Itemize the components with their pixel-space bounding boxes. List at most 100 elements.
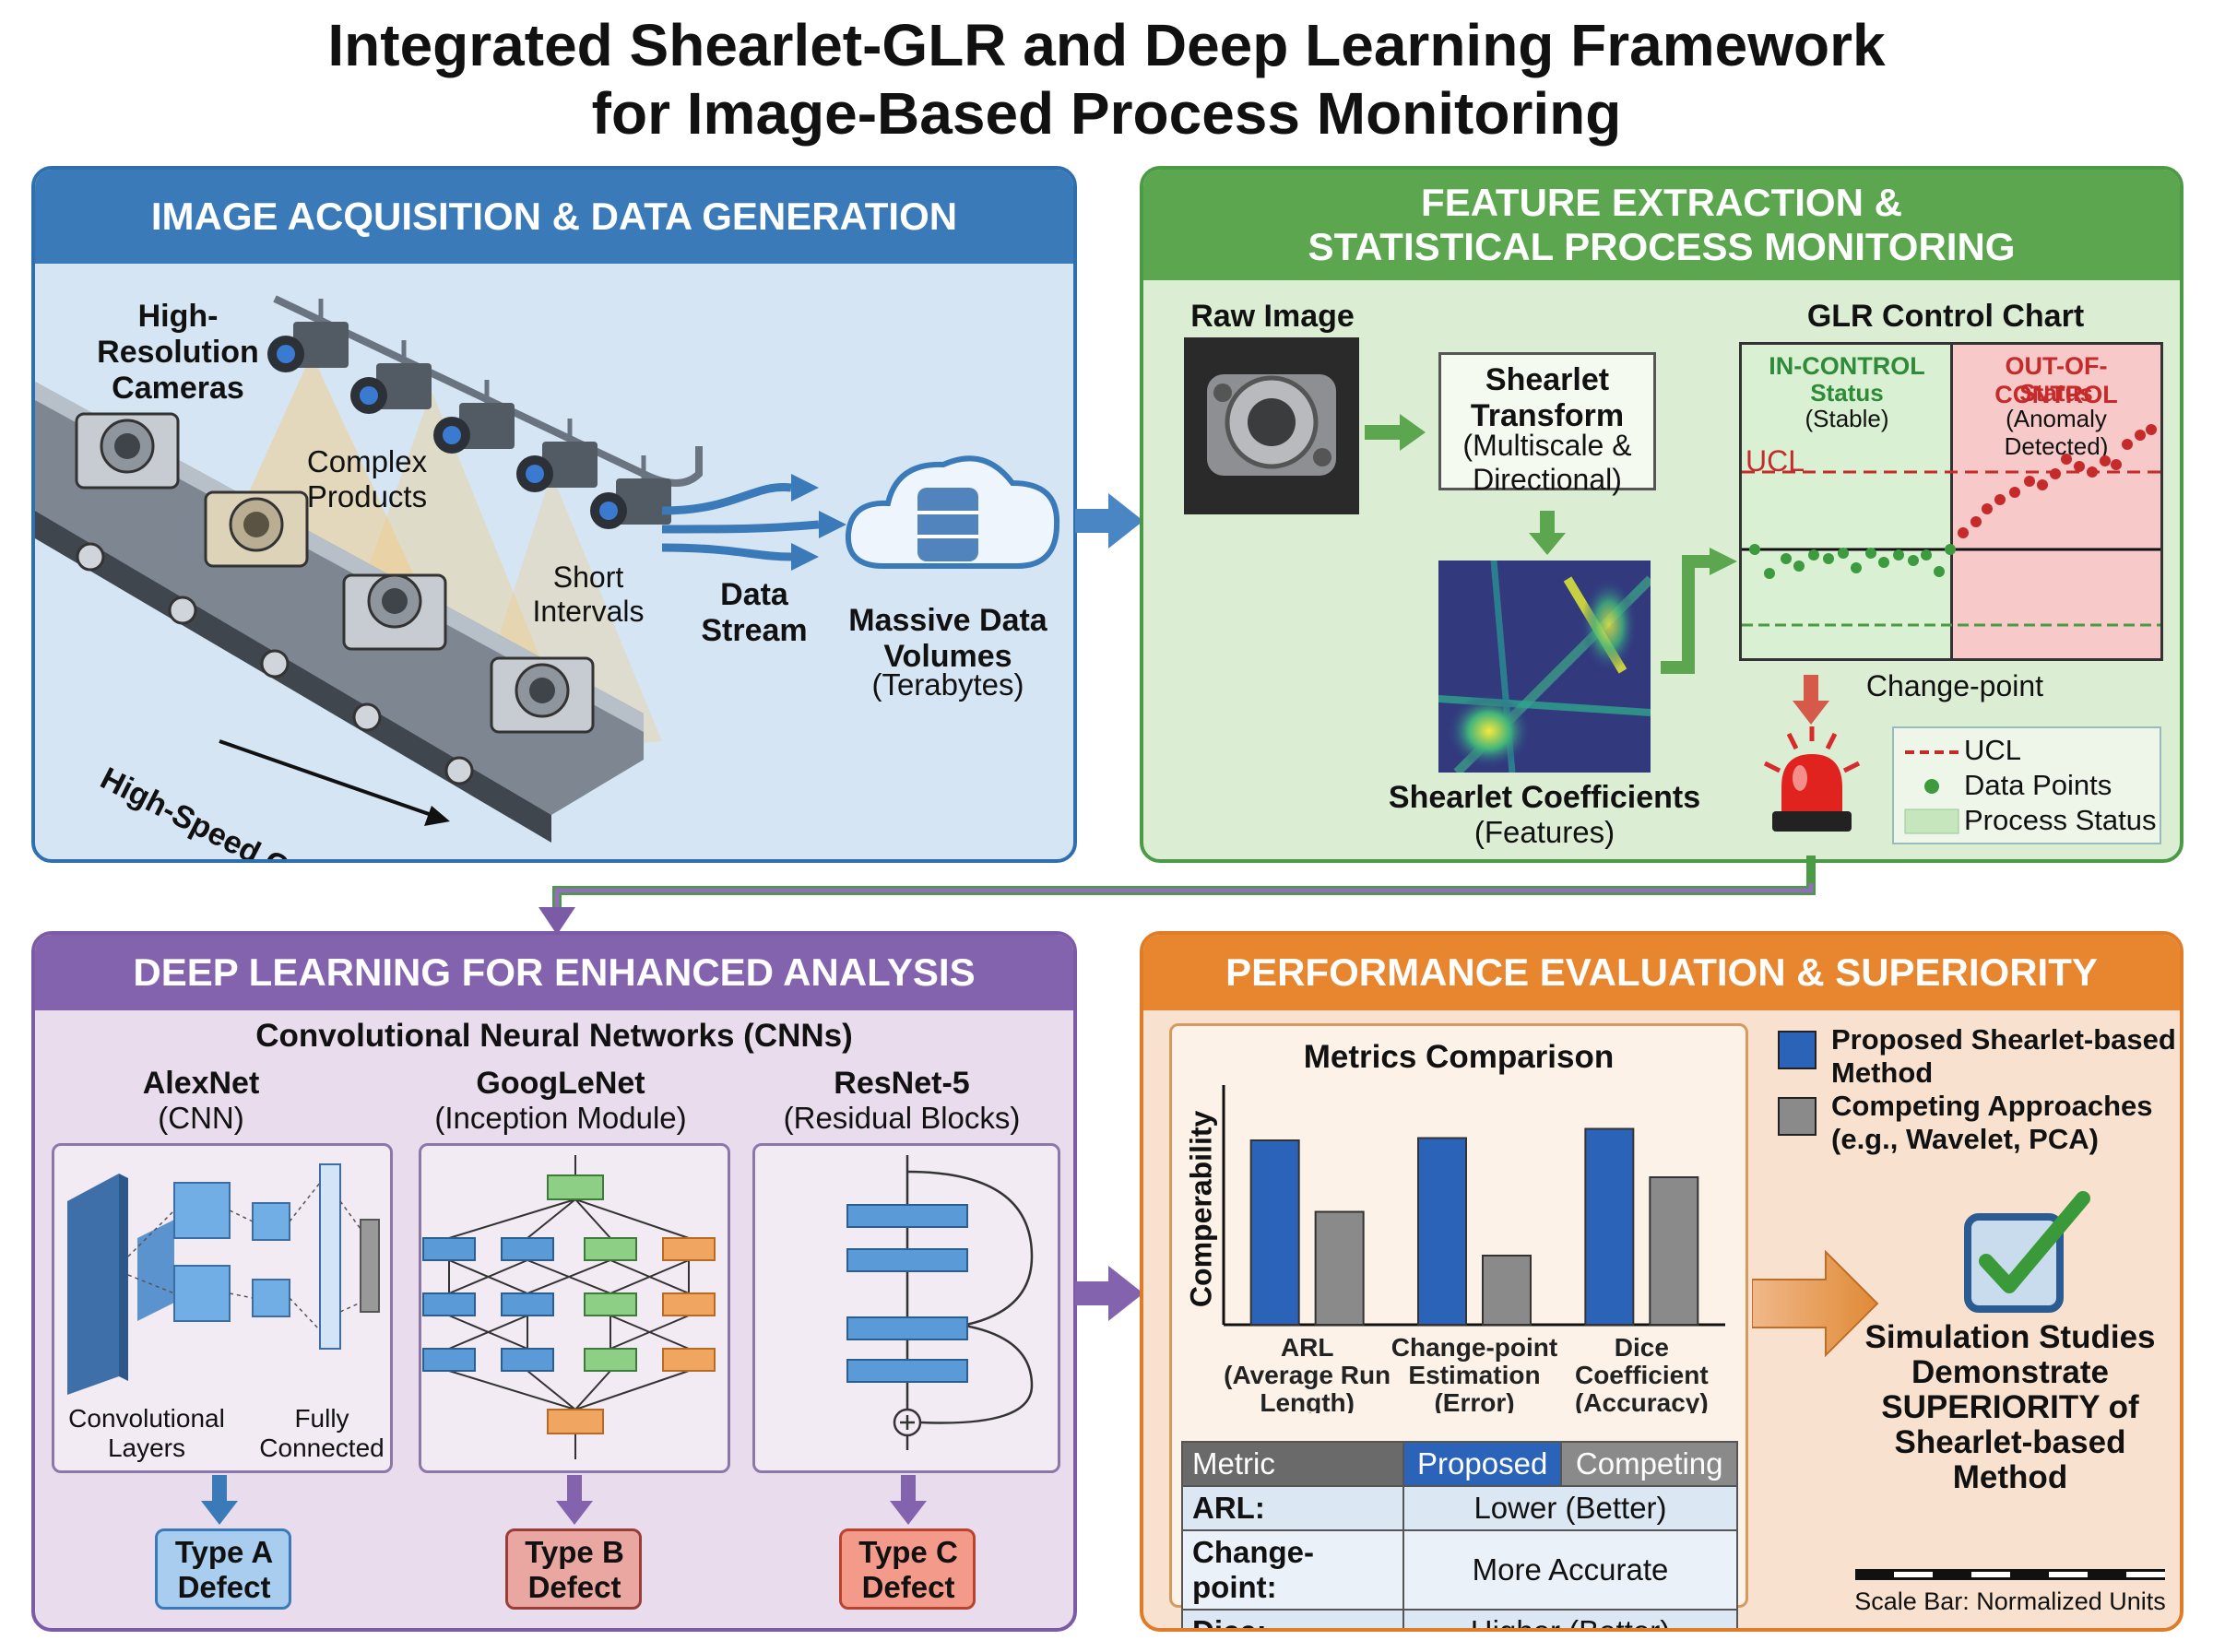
type-a-defect-label: Type A Defect bbox=[174, 1535, 274, 1604]
googlenet-diagram bbox=[419, 1143, 730, 1473]
out-of-control-region bbox=[1952, 345, 2160, 658]
feature-panel: FEATURE EXTRACTION & STATISTICAL PROCESS… bbox=[1140, 166, 2183, 863]
conclusion-line5: Method bbox=[1952, 1459, 2068, 1495]
table-metric-changepoint: Change-point: bbox=[1181, 1529, 1404, 1611]
performance-header: PERFORMANCE EVALUATION & SUPERIORITY bbox=[1143, 935, 2180, 1010]
arrow-transform-to-coeff bbox=[1529, 511, 1566, 555]
type-b-defect-label: Type B Defect bbox=[525, 1535, 624, 1604]
bar-competing-2 bbox=[1649, 1176, 1699, 1326]
figure-title-line2: for Image-Based Process Monitoring bbox=[591, 80, 1622, 147]
data-volumes-sub: (Terabytes) bbox=[871, 667, 1024, 702]
out-of-control-status: Status bbox=[2019, 379, 2093, 407]
in-control-label: IN-CONTROL bbox=[1769, 352, 1925, 380]
shearlet-transform-box: Shearlet Transform (Multiscale & Directi… bbox=[1438, 352, 1656, 496]
category-label-0-2: Length) bbox=[1260, 1388, 1355, 1413]
table-header-proposed: Proposed bbox=[1402, 1441, 1563, 1487]
in-control-sub: (Stable) bbox=[1805, 405, 1889, 432]
alarm-siren-icon bbox=[1763, 726, 1861, 832]
arrow-coeff-to-chart bbox=[1661, 548, 1737, 674]
check-icon bbox=[1964, 1191, 2090, 1313]
out-of-control-sub: (Anomaly Detected) bbox=[2004, 405, 2109, 460]
arrow-acquisition-to-feature bbox=[1075, 493, 1143, 549]
alexnet-conv-label: Convolutional Layers bbox=[68, 1404, 225, 1463]
category-label-1-1: Estimation bbox=[1408, 1361, 1540, 1389]
deep-learning-panel: DEEP LEARNING FOR ENHANCED ANALYSIS Conv… bbox=[31, 931, 1077, 1632]
feature-header-line2: STATISTICAL PROCESS MONITORING bbox=[1308, 225, 2016, 268]
category-label-0-1: (Average Run bbox=[1224, 1361, 1391, 1389]
data-stream-arrows bbox=[661, 482, 820, 561]
resnet-sub: (Residual Blocks) bbox=[783, 1101, 1021, 1135]
coeff-sub: (Features) bbox=[1473, 815, 1615, 849]
camera-icons bbox=[267, 299, 671, 529]
type-c-defect-box: Type C Defect bbox=[839, 1528, 976, 1610]
alexnet-fc-label: Fully Connected bbox=[259, 1404, 385, 1463]
bar-competing-0 bbox=[1314, 1210, 1365, 1326]
alexnet-name: AlexNet bbox=[142, 1066, 260, 1101]
arrow-chart-to-conclusion bbox=[1752, 1249, 1879, 1358]
transform-sub: (Multiscale & Directional) bbox=[1462, 429, 1632, 496]
type-b-defect-box: Type B Defect bbox=[505, 1528, 642, 1610]
acquisition-panel: IMAGE ACQUISITION & DATA GENERATION bbox=[31, 166, 1077, 863]
type-c-defect-label: Type C Defect bbox=[858, 1535, 958, 1604]
table-metric-dice: Dice: bbox=[1181, 1609, 1404, 1628]
category-label-1-0: Change-point bbox=[1391, 1333, 1557, 1362]
data-stream-label: Data Stream bbox=[701, 577, 808, 649]
category-label-1-2: (Error) bbox=[1434, 1388, 1514, 1413]
table-row: Change-point: More Accurate bbox=[1181, 1529, 1738, 1611]
raw-image-label: Raw Image bbox=[1190, 299, 1355, 334]
deep-header: DEEP LEARNING FOR ENHANCED ANALYSIS bbox=[35, 935, 1073, 1010]
category-label-0-0: ARL bbox=[1281, 1333, 1334, 1362]
googlenet-sub: (Inception Module) bbox=[434, 1101, 687, 1135]
performance-panel: PERFORMANCE EVALUATION & SUPERIORITY Met… bbox=[1140, 931, 2183, 1632]
data-volumes-label: Massive Data Volumes bbox=[848, 603, 1047, 675]
cameras-label: High-Resolution Cameras bbox=[97, 299, 259, 407]
category-label-2-0: Dice bbox=[1615, 1333, 1669, 1362]
type-a-defect-box: Type A Defect bbox=[155, 1528, 291, 1610]
resnet-name: ResNet-5 bbox=[834, 1066, 970, 1101]
chart-legend: UCL Data Points Process Status bbox=[1892, 726, 2161, 844]
feature-header-line1: FEATURE EXTRACTION & bbox=[1421, 181, 1902, 224]
category-label-2-2: (Accuracy) bbox=[1575, 1388, 1709, 1413]
legend-proposed-label: Proposed Shearlet-based Method bbox=[1831, 1023, 2176, 1089]
conclusion-line3: SUPERIORITY of bbox=[1881, 1389, 2139, 1425]
intervals-label: Short Intervals bbox=[532, 560, 645, 628]
cnn-title: Convolutional Neural Networks (CNNs) bbox=[255, 1018, 853, 1054]
alexnet-sub: (CNN) bbox=[158, 1101, 244, 1135]
raw-image bbox=[1184, 337, 1359, 514]
shearlet-coefficients-image bbox=[1438, 560, 1651, 773]
transform-title: Shearlet Transform bbox=[1470, 362, 1625, 434]
arrow-changepoint-to-alarm bbox=[1793, 675, 1829, 725]
scale-bar bbox=[1855, 1569, 2165, 1580]
legend-competing-label: Competing Approaches (e.g., Wavelet, PCA… bbox=[1831, 1090, 2153, 1155]
bar-proposed-2 bbox=[1584, 1127, 1635, 1326]
conclusion-line4: Shearlet-based bbox=[1894, 1424, 2126, 1460]
glr-chart-title: GLR Control Chart bbox=[1806, 299, 2085, 334]
legend-competing-swatch bbox=[1778, 1097, 1817, 1136]
table-header-competing: Competing bbox=[1560, 1441, 1738, 1487]
out-of-control-label: OUT-OF-CONTROL bbox=[1994, 352, 2118, 409]
products-label: Complex Products bbox=[306, 444, 428, 513]
scale-bar-label: Scale Bar: Normalized Units bbox=[1854, 1587, 2166, 1615]
table-value-dice: Higher (Better) bbox=[1402, 1609, 1738, 1628]
legend-ucl: UCL bbox=[1964, 734, 2022, 766]
table-value-changepoint: More Accurate bbox=[1402, 1529, 1738, 1611]
change-point-label: Change-point bbox=[1865, 669, 2044, 702]
bar-proposed-1 bbox=[1417, 1137, 1467, 1326]
bar-competing-1 bbox=[1482, 1255, 1532, 1326]
legend-process-status: Process Status bbox=[1964, 804, 2157, 836]
table-header-metric: Metric bbox=[1181, 1441, 1404, 1487]
metrics-chart-title: Metrics Comparison bbox=[1303, 1039, 1615, 1075]
table-value-arl: Lower (Better) bbox=[1402, 1485, 1738, 1531]
arrow-alarm-to-deep-learning bbox=[538, 856, 1816, 935]
legend-data-points: Data Points bbox=[1964, 769, 2112, 801]
table-row: ARL: Lower (Better) bbox=[1181, 1485, 1738, 1531]
conclusion-text: Simulation Studies Demonstrate SUPERIORI… bbox=[1853, 1320, 2167, 1495]
metrics-box: Metrics Comparison Comperability ARL(Ave… bbox=[1169, 1023, 1748, 1628]
category-label-2-1: Coefficient bbox=[1575, 1361, 1709, 1389]
glr-control-chart: IN-CONTROL Status (Stable) OUT-OF-CONTRO… bbox=[1739, 342, 2163, 661]
bar-proposed-0 bbox=[1249, 1139, 1300, 1326]
acquisition-header: IMAGE ACQUISITION & DATA GENERATION bbox=[35, 170, 1073, 264]
legend-proposed-swatch bbox=[1778, 1031, 1817, 1069]
product-parts bbox=[75, 412, 595, 734]
